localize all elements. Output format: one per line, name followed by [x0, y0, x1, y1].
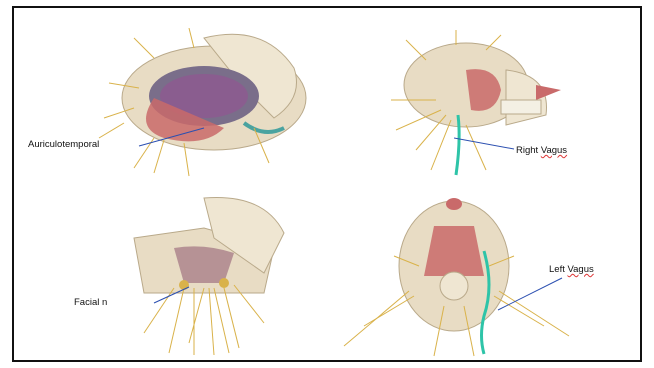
label-left-vagus-prefix: Left: [549, 264, 568, 275]
label-left-vagus-word: Vagus: [568, 264, 594, 275]
label-facial-nerve: Facial n: [74, 297, 107, 308]
label-right-vagus-word: Vagus: [541, 145, 567, 156]
label-right-vagus-prefix: Right: [516, 145, 541, 156]
skull-illustration-bottom-left: [114, 193, 294, 358]
image-top-left: [94, 28, 324, 178]
label-left-vagus: Left Vagus: [549, 264, 594, 275]
slide: Auriculotemporal Right Vagus: [12, 6, 642, 362]
skull-illustration-top-left: [94, 28, 324, 178]
skull-illustration-top-right: [386, 30, 566, 180]
label-auriculotemporal: Auriculotemporal: [28, 139, 99, 150]
image-bottom-left: [114, 193, 294, 358]
image-top-right: [386, 30, 566, 180]
label-right-vagus: Right Vagus: [516, 145, 567, 156]
pointer-right-vagus: [454, 136, 516, 152]
pointer-left-vagus: [496, 276, 564, 312]
